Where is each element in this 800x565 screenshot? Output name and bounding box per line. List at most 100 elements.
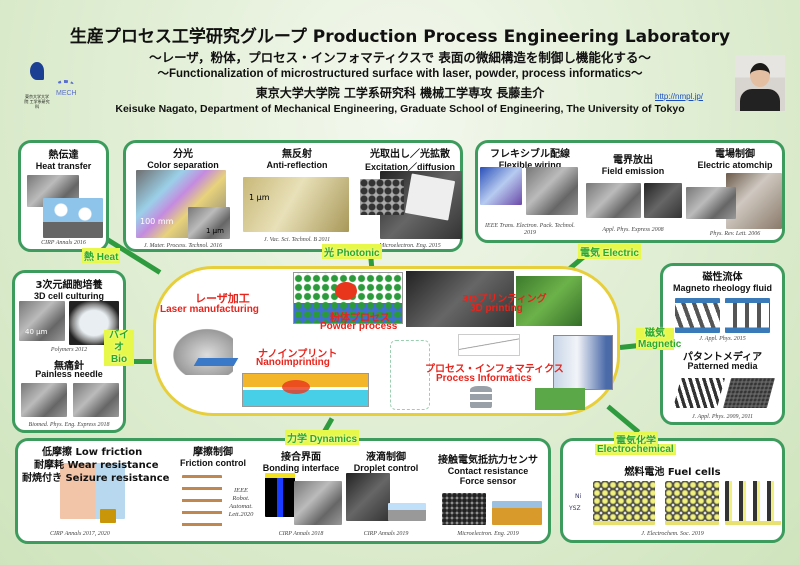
- subtitle-japanese: ～レーザ，粉体，プロセス・インフォマティクスで 表面の微細構造を制御し機能化する…: [149, 50, 651, 65]
- fuel-cell-columns: [725, 481, 781, 525]
- patterned-media-title-en: Patterned media: [687, 361, 758, 371]
- mech-logo-text: MECH: [56, 90, 77, 97]
- excitation-diffusion-item: 光取出し／光拡散 Excitation／diffusion Microelect…: [358, 145, 462, 251]
- category-magnetic: 磁気 Magnetic: [636, 328, 682, 350]
- scale-bar-1um: 1 µm: [249, 193, 270, 202]
- field-emission-item: 電界放出 Field emission Appl. Phys. Express …: [582, 145, 684, 243]
- atomchip-title-jp: 電場制御: [715, 149, 755, 160]
- category-electric: 電気 Electric: [578, 244, 641, 259]
- atomchip-reference: Phys. Rev. Lett. 2006: [709, 231, 761, 237]
- bonding-interface-item: 接合界面 Bonding interface CIRP Annals 2018: [258, 443, 344, 543]
- laser-apparatus-image: [168, 325, 233, 375]
- process-monitor-image: [535, 388, 585, 410]
- fuel-cells-title: 燃料電池 Fuel cells: [624, 467, 721, 478]
- tribology-reference: CIRP Annals 2017, 2020: [50, 531, 110, 537]
- field-emission-reference: Appl. Phys. Express 2008: [602, 227, 664, 233]
- droplet-control-item: 液滴制御 Droplet control CIRP Annals 2019: [344, 443, 428, 543]
- powder-melt-spot: [335, 282, 357, 300]
- category-photonic: 光 Photonic: [322, 244, 382, 259]
- wear-resistance-title: 耐摩耗 Wear resistance: [34, 460, 159, 471]
- powder-title-jp: 粉体プロセス: [330, 313, 390, 324]
- lab-url-link[interactable]: http://nmpl.jp/: [655, 92, 704, 101]
- laser-sheet: [193, 358, 239, 366]
- cell-culturing-reference: Polymers 2012: [50, 347, 88, 353]
- droplet-image: [346, 473, 390, 521]
- diffuser-sheet: [404, 173, 456, 221]
- bonding-simulation: [265, 473, 295, 517]
- category-electrochemical-jp: 電気化学: [614, 432, 658, 447]
- heat-reference: CIRP Annals 2016: [41, 240, 86, 246]
- color-separation-reference: J. Mater. Process. Technol. 2016: [143, 243, 223, 249]
- painless-needle-title-en: Painless needle: [35, 369, 103, 379]
- poster-title: 生産プロセス工学研究グループ Production Process Engine…: [69, 27, 731, 47]
- mr-fluid-diagram-1: [675, 298, 720, 333]
- tribology-item: 低摩擦 Low friction 耐摩耗 Wear resistance 耐焼付…: [20, 443, 170, 543]
- needle-sem-2: [73, 383, 119, 417]
- excitation-reference: Microelectron. Eng. 2015: [379, 243, 441, 249]
- bonding-title-en: Bonding interface: [262, 463, 340, 473]
- flexible-wiring-title-jp: フレキシブル配線: [490, 149, 570, 160]
- droplet-title-jp: 液滴制御: [366, 452, 406, 463]
- laser-title-en: Laser manufacturing: [160, 304, 259, 315]
- friction-control-reference: IEEE Robot. Automat. Lett.2020: [228, 487, 254, 518]
- color-separation-title-jp: 分光: [173, 149, 193, 160]
- anti-reflection-image: [243, 177, 349, 232]
- friction-layers-diagram: [182, 475, 222, 527]
- magnetic-panel: 磁性流体 Magneto rheology fluid J. Appl. Phy…: [660, 263, 785, 425]
- ginkgo-icon: [30, 62, 44, 80]
- laser-title-jp: レーザ加工: [195, 292, 250, 305]
- friction-control-title-en: Friction control: [180, 458, 246, 468]
- label-ysz: YSZ: [569, 505, 581, 512]
- fuel-cells-reference: J. Electrochem. Soc. 2019: [641, 531, 704, 537]
- color-separation-title-en: Color separation: [147, 160, 219, 170]
- painless-needle-reference: Biomed. Phys. Eng. Express 2018: [28, 422, 110, 428]
- atomchip-sem: [686, 187, 736, 219]
- mech-arcs-icon: [56, 80, 74, 90]
- electrochemical-panel: 燃料電池 Fuel cells Ni YSZ J. Electrochem. S…: [560, 438, 785, 543]
- field-emission-title-en: Field emission: [601, 166, 665, 176]
- field-emission-sem-2: [644, 183, 682, 218]
- bonding-title-jp: 接合界面: [281, 452, 321, 463]
- bonding-sem: [294, 481, 342, 525]
- photonic-panel: 分光 Color separation 100 mm 1 µm J. Mater…: [123, 140, 463, 252]
- contact-resistance-title-jp: 接触電気抵抗力センサ: [438, 455, 538, 466]
- scale-bar-40um: 40 µm: [25, 328, 48, 336]
- needle-sem-1: [21, 383, 67, 417]
- heat-transfer-panel: 熱伝達 Heat transfer CIRP Annals 2016: [18, 140, 109, 252]
- signal-waveform-chart: [458, 334, 520, 356]
- wiring-sem-image: [526, 167, 578, 215]
- patterned-media-lines: [672, 378, 726, 408]
- subtitle-english: ～Functionalization of microstructured su…: [157, 68, 643, 80]
- force-sensor-title-en: Force sensor: [459, 476, 517, 486]
- utokyo-logo: 東京大学大学院 工学系研究科: [24, 62, 50, 112]
- mr-fluid-reference: J. Appl. Phys. 2015: [699, 336, 746, 342]
- excitation-title-en: Excitation／diffusion: [364, 162, 455, 172]
- tribology-block: [100, 509, 116, 523]
- anti-reflection-item: 無反射 Anti-reflection 1 µm J. Vac. Sci. Te…: [241, 145, 353, 251]
- cell-sem-image: [19, 301, 65, 341]
- flexible-film-photo: [480, 167, 522, 205]
- nanoimprint-title-en: Nanoimprinting: [256, 357, 330, 368]
- excitation-title-jp: 光取出し／光拡散: [370, 149, 450, 160]
- flexible-wiring-item: フレキシブル配線 Flexible wiring IEEE Trans. Ele…: [480, 145, 580, 243]
- electric-panel: フレキシブル配線 Flexible wiring IEEE Trans. Ele…: [475, 140, 785, 243]
- flexible-wiring-reference: IEEE Trans. Electron. Pack. Technol. 201…: [485, 223, 575, 236]
- 3d-printing-title-jp: 3Dプリンティング: [462, 294, 547, 305]
- low-friction-title: 低摩擦 Low friction: [42, 447, 143, 458]
- utokyo-logo-text: 東京大学大学院 工学系研究科: [24, 94, 50, 109]
- field-emission-title-jp: 電界放出: [613, 155, 653, 166]
- mr-fluid-title-jp: 磁性流体: [702, 272, 743, 283]
- contact-sem: [442, 493, 486, 525]
- field-emission-sem-1: [586, 183, 641, 218]
- process-machine-image: [553, 335, 613, 390]
- fuel-cell-particles-1: [593, 481, 655, 525]
- contact-resistance-item: 接触電気抵抗力センサ Contact resistance Force sens…: [428, 443, 548, 543]
- droplet-reference: CIRP Annals 2019: [363, 531, 409, 537]
- excitation-sem-image: [360, 179, 404, 215]
- heat-title-jp: 熱伝達: [48, 150, 79, 161]
- flexible-wiring-title-en: Flexible wiring: [498, 160, 562, 170]
- scale-bar-1um: 1 µm: [206, 227, 224, 235]
- informatics-title-en: Process Informatics: [436, 373, 532, 384]
- contact-resistance-reference: Microelectron. Eng. 2019: [457, 531, 519, 537]
- contact-resistance-title-en: Contact resistance: [447, 466, 529, 476]
